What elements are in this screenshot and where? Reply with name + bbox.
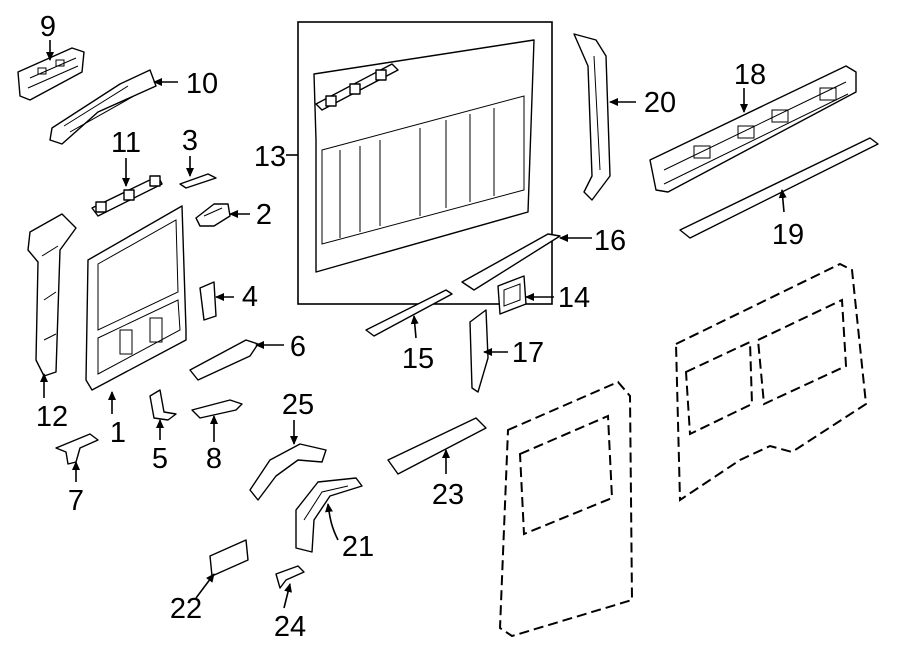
part-10-upper-rail	[49, 69, 157, 145]
leader-21	[325, 503, 339, 541]
callout-21: 21	[342, 531, 374, 563]
part-11-bracket	[91, 175, 163, 217]
part-19-rail	[679, 137, 879, 239]
callout-2: 2	[256, 199, 272, 231]
callout-9: 9	[40, 11, 56, 43]
callout-17: 17	[512, 337, 544, 369]
callout-3: 3	[182, 125, 198, 157]
callout-8: 8	[206, 443, 222, 475]
callout-18: 18	[734, 59, 766, 91]
door-outline-dashed	[498, 380, 634, 638]
part-17-bracket	[469, 309, 489, 393]
leader-22	[195, 573, 215, 599]
part-25-bracket	[249, 443, 327, 501]
callout-15: 15	[402, 343, 434, 375]
part-23-rail	[387, 417, 487, 475]
part-7-bracket	[55, 433, 99, 465]
callout-14: 14	[558, 282, 590, 314]
callout-10: 10	[186, 68, 218, 100]
callout-5: 5	[152, 443, 168, 475]
callout-12: 12	[36, 401, 68, 433]
part-3-plate	[179, 173, 217, 189]
leader-19	[778, 189, 787, 213]
callout-11: 11	[111, 127, 141, 159]
callout-23: 23	[432, 479, 464, 511]
part-18-rail	[649, 65, 857, 193]
callout-22: 22	[170, 593, 202, 625]
callout-20: 20	[644, 87, 676, 119]
part-8-plate	[191, 399, 243, 419]
part-12-pillar	[27, 213, 77, 377]
leader-24	[283, 583, 292, 609]
part-14-bracket	[497, 275, 527, 315]
part-21-wheelhouse	[295, 477, 363, 553]
part-20-pillar	[573, 33, 611, 201]
part-5-bracket	[149, 389, 177, 421]
part-9-bracket	[17, 47, 85, 101]
part-15-rail	[365, 289, 453, 337]
body-side-outline-dashed	[674, 262, 868, 502]
leader-15	[410, 315, 419, 339]
callout-13: 13	[254, 141, 286, 173]
part-24-wedge	[275, 565, 305, 589]
callout-25: 25	[282, 389, 314, 421]
part-4-bracket	[199, 281, 217, 321]
callout-labels: 1 2 3 4 5 6 7 8 9 10 11 12 13 14 15 16 1…	[36, 11, 804, 643]
callout-24: 24	[274, 611, 306, 643]
part-1-side-panel	[85, 205, 187, 391]
callout-7: 7	[68, 485, 84, 517]
callout-16: 16	[594, 225, 626, 257]
callout-1: 1	[110, 417, 126, 449]
callout-19: 19	[772, 219, 804, 251]
callout-6: 6	[290, 331, 306, 363]
part-6-rail	[189, 339, 259, 381]
callout-4: 4	[242, 281, 258, 313]
part-22-bracket	[209, 539, 249, 577]
part-2-bracket	[195, 203, 231, 227]
leader-lines	[40, 40, 787, 609]
